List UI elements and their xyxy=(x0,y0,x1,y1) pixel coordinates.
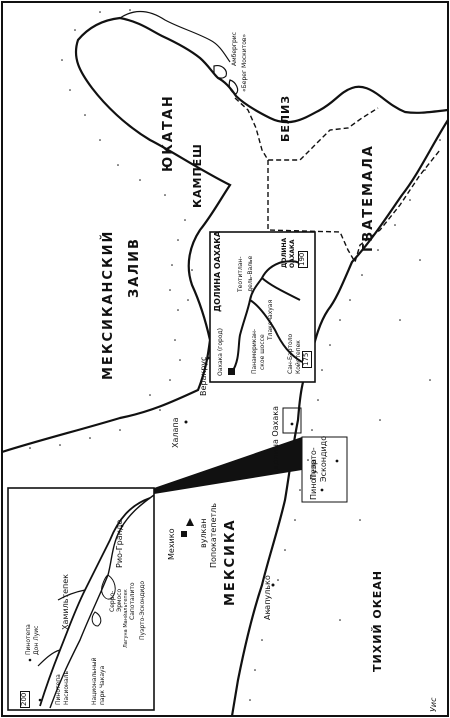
panamerican-label-line1: Панамерикан- xyxy=(251,328,258,374)
mosquito-coast-label: «Берег Москитов» xyxy=(241,33,248,92)
pinotepa-nacional-dot xyxy=(38,698,42,702)
chacahua-label-line2: парк Чакауа xyxy=(99,665,106,705)
campeche-label: КАМПЕШ xyxy=(191,143,204,208)
volcano-label-line2: Попокатепетль xyxy=(209,503,218,568)
pinotepa-nacional-label-line2: Насиональ xyxy=(63,670,70,705)
valley-label-line2: ОАХАКА xyxy=(289,239,296,268)
guatemala-label: ГВАТЕМАЛА xyxy=(361,144,376,252)
oaxaca-valley-dot xyxy=(290,422,294,426)
san-bartolo-label-line1: Сан-Бартоло xyxy=(287,333,294,374)
oaxaca-inset-roads xyxy=(231,260,303,373)
puerto-escondido-inset-label: Пуэрто-Эскондидо xyxy=(139,580,146,640)
coast-inset-branch-roads xyxy=(37,589,86,667)
panamerican-label-line2: ское шоссе xyxy=(259,334,266,370)
oaxaca-inset-title: ДОЛИНА ОАХАКА xyxy=(213,230,222,312)
pinotepa-don-luis-label-line2: Дон Луис xyxy=(33,625,40,655)
mexico-city-label: Мехико xyxy=(167,528,176,560)
teotitlan-label-line1: Теотитлан- xyxy=(237,256,244,292)
yucatan-coast-detail xyxy=(119,10,231,63)
gulf-label-line2: ЗАЛИВ xyxy=(127,237,142,298)
pinotepa-don-luis-label-line1: Пинотепа xyxy=(25,624,32,655)
oaxaca-city-marker xyxy=(228,368,235,375)
pinotepa-dot xyxy=(320,488,324,492)
oaxaca-inset-box xyxy=(209,231,316,383)
gulf-stipple xyxy=(29,9,196,449)
pinotepa-label: Пинотепа xyxy=(309,458,318,500)
puerto-label-line2: Эскондидо xyxy=(319,435,328,482)
volcano-label-line1: вулкан xyxy=(199,518,208,548)
pacific-stipple xyxy=(249,139,441,701)
guatemala-border xyxy=(267,149,441,264)
acapulco-label: Акапулько xyxy=(263,575,272,620)
xalapa-dot xyxy=(184,420,188,424)
jamiltepec-label: Хамильтепек xyxy=(61,573,70,630)
puerto-dot xyxy=(335,459,339,463)
yucatan-label: ЮКАТАН xyxy=(161,94,176,172)
pinotepa-nacional-label-line1: Пинотепа xyxy=(55,674,62,705)
inset-pointer xyxy=(154,437,302,494)
rio-grande-dot xyxy=(120,524,124,528)
oaxaca-city-label: Оахака (город) xyxy=(217,328,224,376)
rio-grande-label: Рио-Гранде xyxy=(115,519,124,568)
oaxaca-valley-box xyxy=(282,407,302,434)
oaxaca-valley-label: долина Оахака xyxy=(271,406,280,470)
road-200-badge: 200 xyxy=(20,690,30,708)
pacific-coastline xyxy=(230,119,449,717)
veracruz-label: Веракрус xyxy=(199,356,208,396)
veracruz-dot xyxy=(206,356,210,360)
ambergris-island xyxy=(213,65,239,95)
chacahua-label-line1: Национальный xyxy=(91,657,98,705)
tlacochahuaya-label: Тлакочахуая xyxy=(267,299,274,340)
acapulco-dot xyxy=(271,583,275,587)
pinotepa-don-luis-dot xyxy=(28,658,32,662)
road-190-badge: 190 xyxy=(298,250,308,268)
valley-label-line1: ДОЛИНА xyxy=(281,237,288,268)
zapotalito-label: Сапоталито xyxy=(129,582,136,620)
pacific-label: ТИХИЙ ОКЕАН xyxy=(371,569,384,672)
xalapa-label: Халапа xyxy=(171,417,180,448)
coast-inset-lagoons xyxy=(91,574,116,627)
mexico-city-marker xyxy=(181,531,187,537)
teotitlan-label-line2: дель-Валье xyxy=(247,255,254,292)
belize-border xyxy=(234,97,379,161)
road-175-badge: 175 xyxy=(302,350,312,368)
belize-label: БЕЛИЗ xyxy=(279,94,292,142)
ambergris-label: Амбергрис xyxy=(231,32,238,66)
gulf-label-line1: МЕКСИКАНСКИЙ xyxy=(101,229,116,380)
volcano-marker xyxy=(186,518,194,526)
artist-signature: Уис xyxy=(429,697,438,712)
mexico-label: МЕКСИКА xyxy=(223,518,238,606)
